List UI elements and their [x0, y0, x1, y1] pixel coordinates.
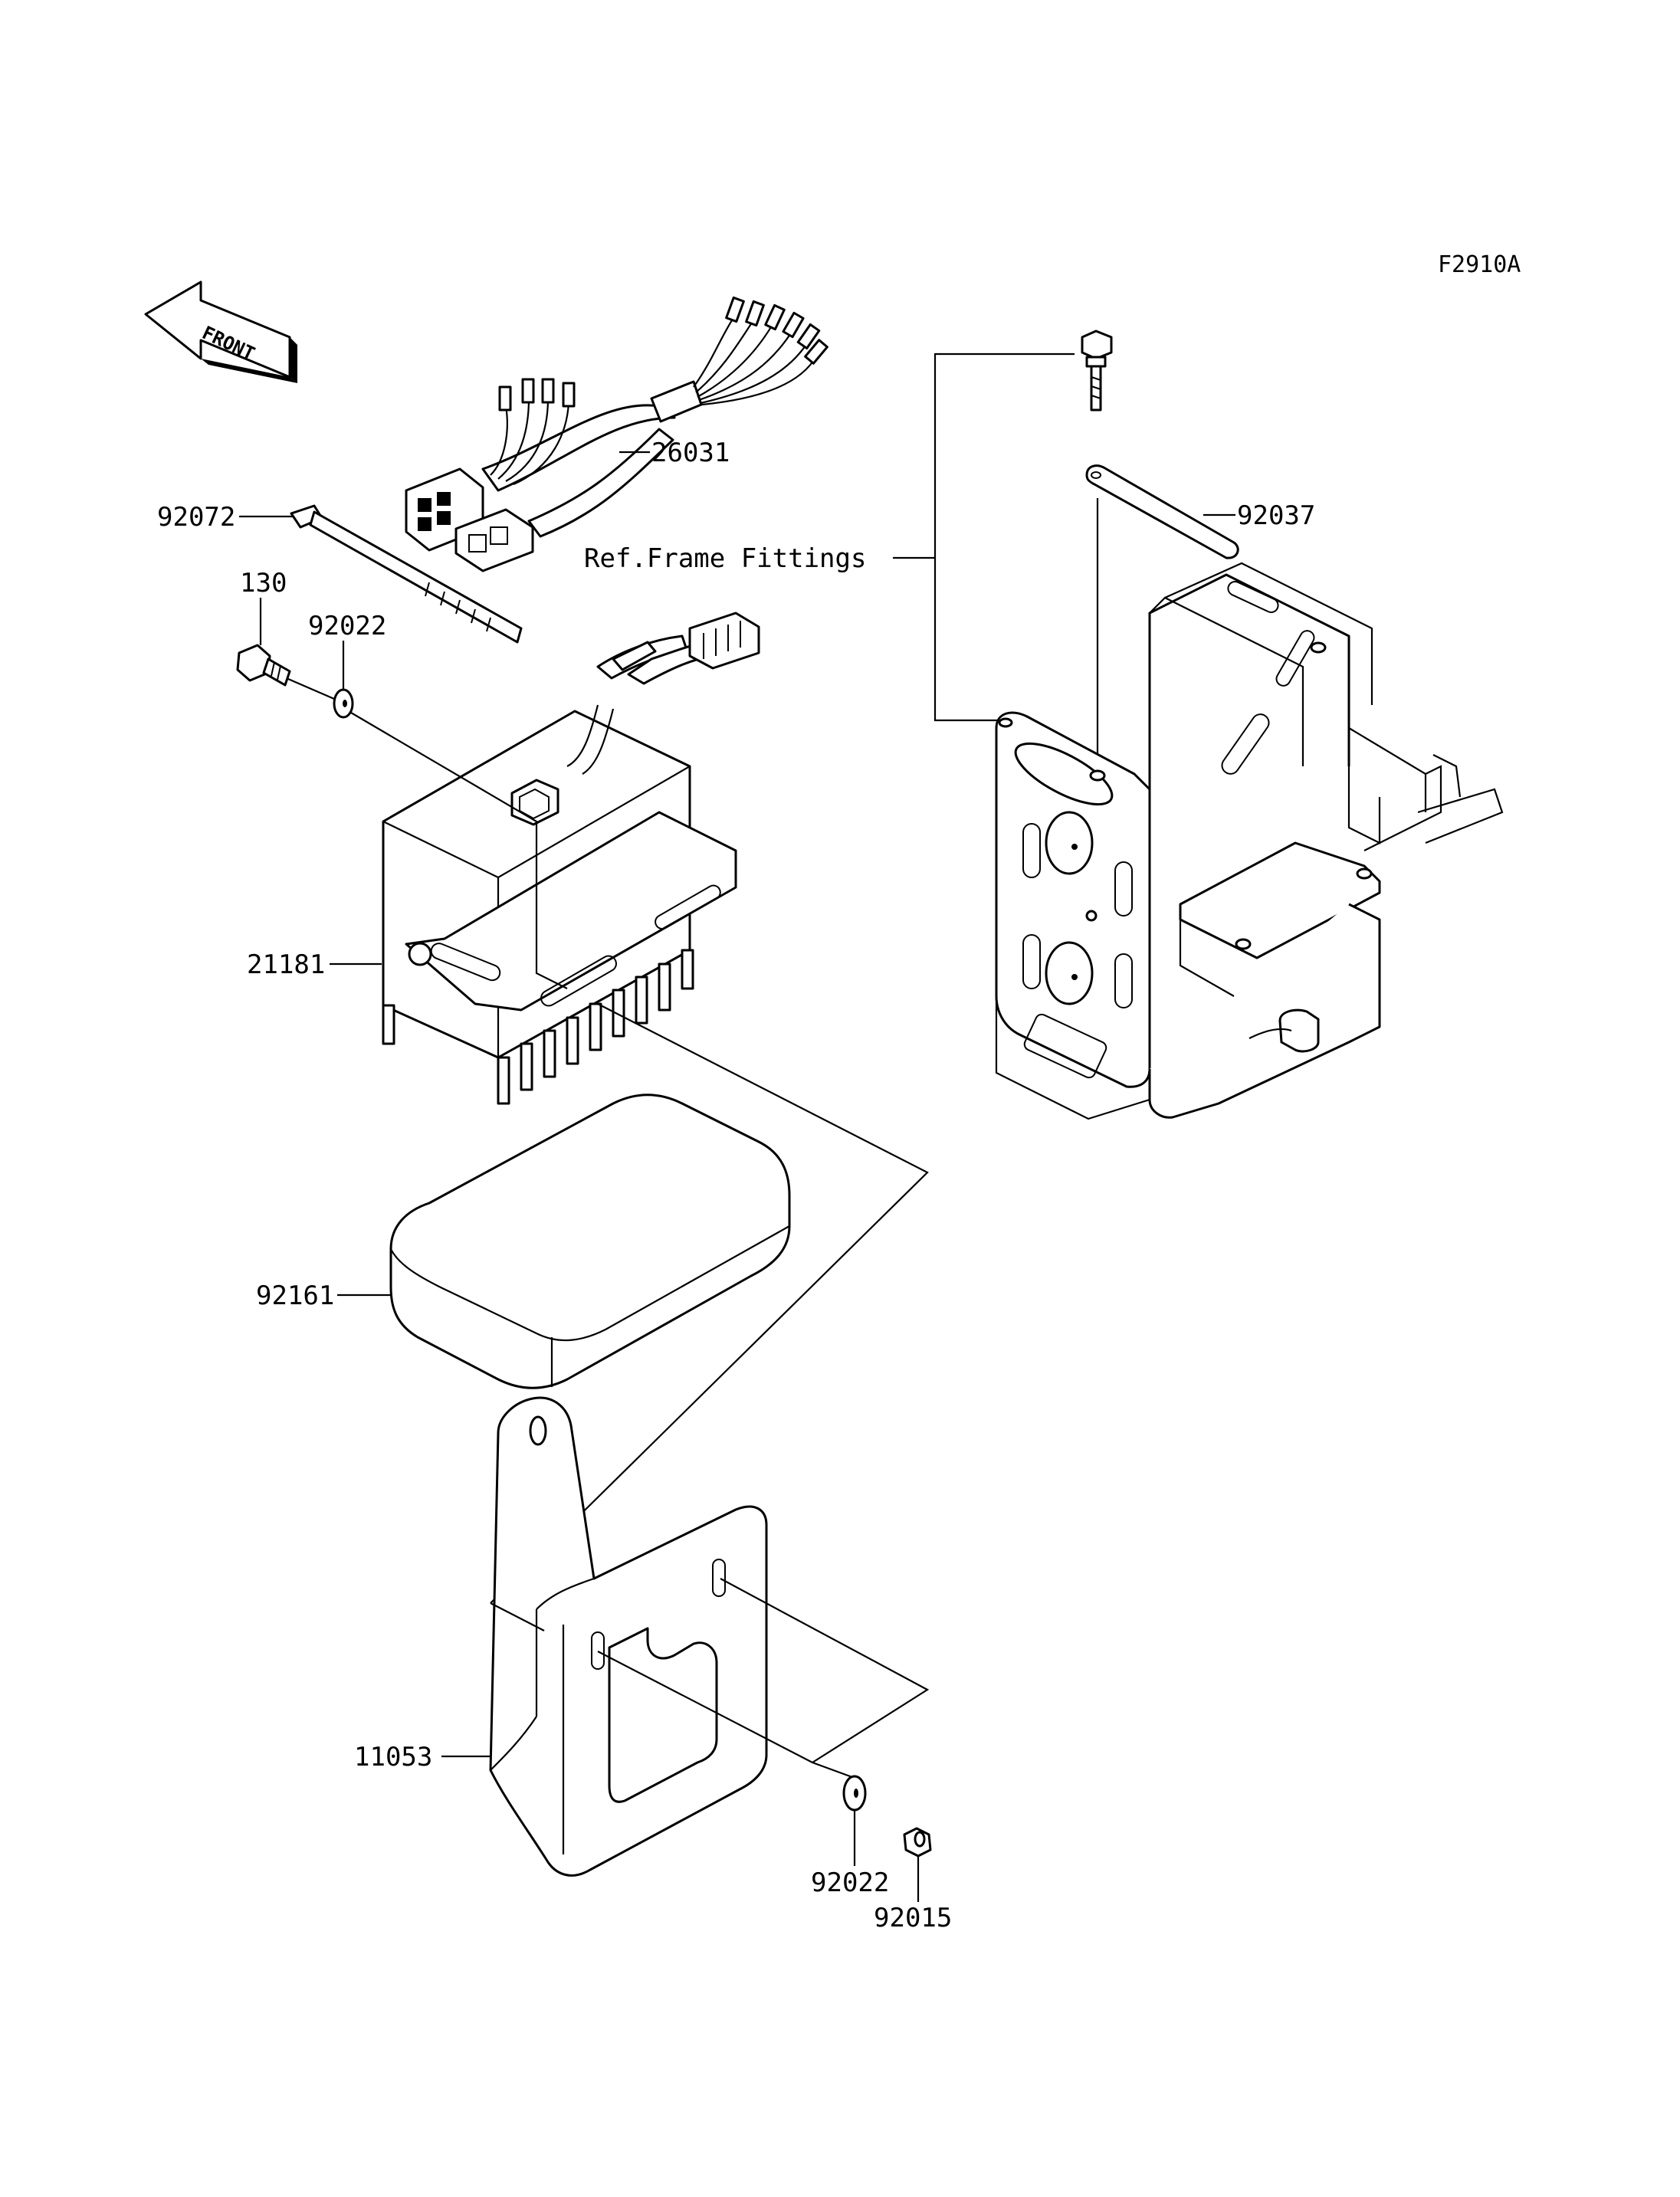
nut	[903, 1827, 932, 1858]
callout-92161: 92161	[256, 1280, 334, 1311]
frame-fitting	[995, 562, 1504, 1120]
regulator	[382, 612, 760, 1105]
callout-92072: 92072	[157, 502, 235, 533]
callout-92037: 92037	[1237, 500, 1315, 531]
callout-92015: 92015	[874, 1903, 952, 1933]
pad	[389, 1094, 791, 1389]
strap	[1085, 464, 1239, 559]
callout-130: 130	[240, 568, 287, 598]
callout-11053: 11053	[354, 1742, 432, 1772]
front-arrow-icon: FRONT	[144, 280, 297, 383]
bracket	[489, 1396, 768, 1877]
cable-tie	[290, 504, 523, 644]
callout-92022-top: 92022	[308, 611, 386, 641]
frame-bolt	[1081, 330, 1113, 412]
bolt-130	[236, 644, 291, 687]
callout-26031: 26031	[651, 438, 730, 468]
ref-frame-label: Ref.Frame Fittings	[584, 543, 866, 574]
wire-harness	[405, 296, 829, 572]
washer-bottom	[842, 1775, 867, 1812]
figure-code: F2910A	[1438, 251, 1521, 278]
callout-92022-bottom: 92022	[811, 1867, 889, 1898]
washer-top	[333, 688, 354, 719]
callout-21181: 21181	[247, 949, 325, 980]
